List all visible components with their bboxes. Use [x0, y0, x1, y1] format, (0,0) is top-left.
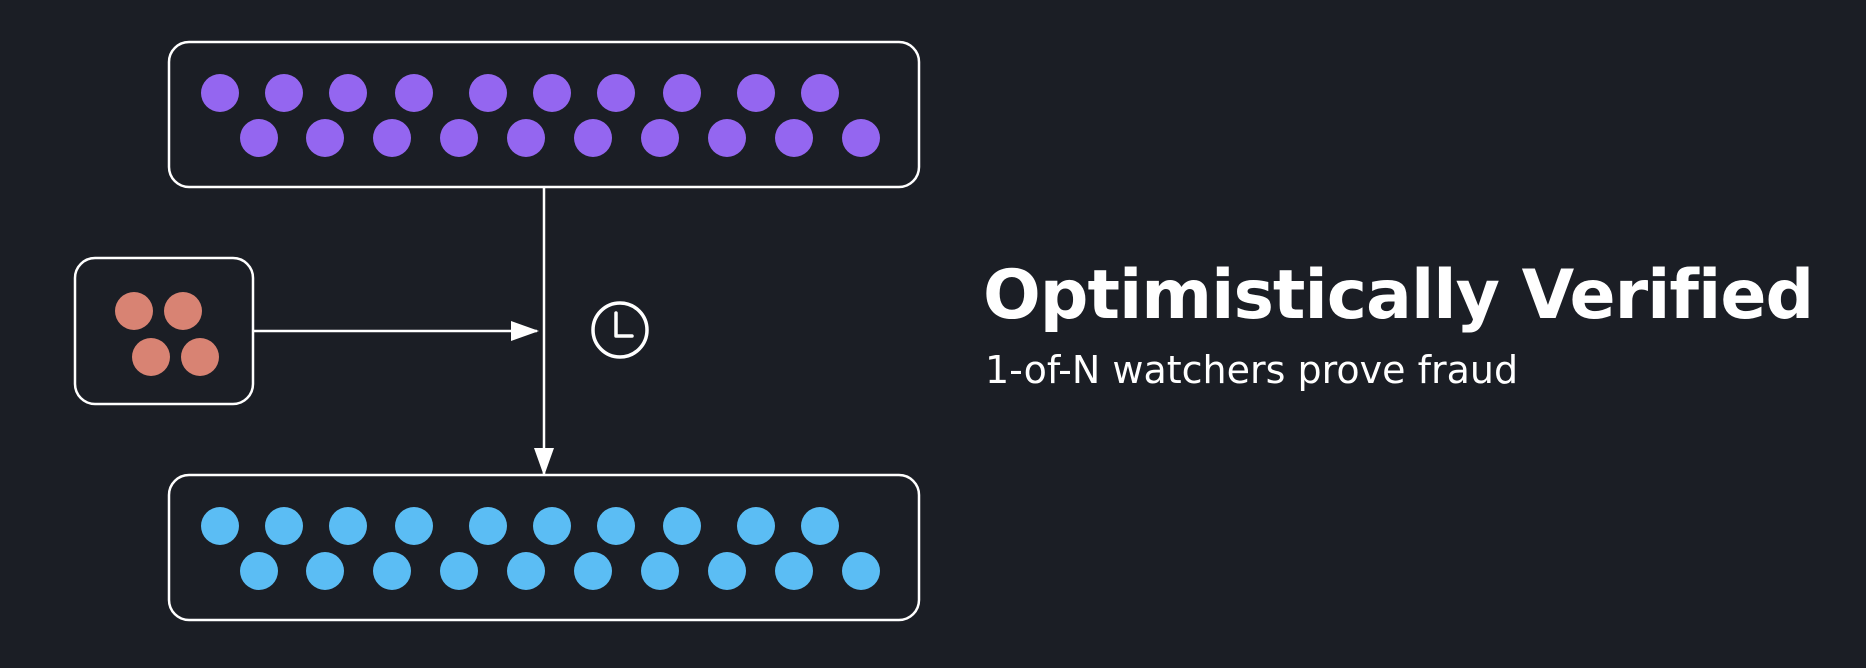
- bottom-dot: [395, 507, 433, 545]
- top-dot: [329, 74, 367, 112]
- bottom-dot-group: [201, 507, 880, 590]
- bottom-dot: [373, 552, 411, 590]
- top-dot: [240, 119, 278, 157]
- bottom-dot: [329, 507, 367, 545]
- top-dot: [597, 74, 635, 112]
- diagram-subtitle: 1-of-N watchers prove fraud: [985, 348, 1519, 392]
- top-dot: [533, 74, 571, 112]
- bottom-dot: [533, 507, 571, 545]
- bottom-dot: [775, 552, 813, 590]
- bottom-dot: [574, 552, 612, 590]
- bottom-dot: [641, 552, 679, 590]
- bottom-dot: [663, 507, 701, 545]
- side-dot: [132, 338, 170, 376]
- bottom-dot: [240, 552, 278, 590]
- top-dot: [663, 74, 701, 112]
- top-dot: [265, 74, 303, 112]
- bottom-dot: [440, 552, 478, 590]
- bottom-dot: [201, 507, 239, 545]
- clock-icon: [591, 301, 649, 359]
- side-dot: [181, 338, 219, 376]
- side-dot-group: [115, 292, 219, 376]
- bottom-dot: [708, 552, 746, 590]
- top-dot: [373, 119, 411, 157]
- bottom-dot: [801, 507, 839, 545]
- bottom-dot: [737, 507, 775, 545]
- bottom-dot: [842, 552, 880, 590]
- top-group-box: [167, 40, 921, 189]
- bottom-dot: [507, 552, 545, 590]
- side-dot: [164, 292, 202, 330]
- top-dot: [708, 119, 746, 157]
- diagram-title: Optimistically Verified: [983, 256, 1814, 335]
- bottom-dot: [597, 507, 635, 545]
- bottom-dot: [306, 552, 344, 590]
- top-dot: [469, 74, 507, 112]
- bottom-dot: [265, 507, 303, 545]
- top-dot: [440, 119, 478, 157]
- top-dot: [737, 74, 775, 112]
- top-dot: [775, 119, 813, 157]
- top-dot: [306, 119, 344, 157]
- top-dot-group: [201, 74, 880, 157]
- bottom-dot: [469, 507, 507, 545]
- top-dot: [641, 119, 679, 157]
- bottom-group-box: [167, 473, 921, 622]
- top-dot: [574, 119, 612, 157]
- top-dot: [507, 119, 545, 157]
- top-dot: [801, 74, 839, 112]
- side-group-box: [73, 256, 255, 406]
- top-dot: [842, 119, 880, 157]
- top-dot: [201, 74, 239, 112]
- side-dot: [115, 292, 153, 330]
- top-dot: [395, 74, 433, 112]
